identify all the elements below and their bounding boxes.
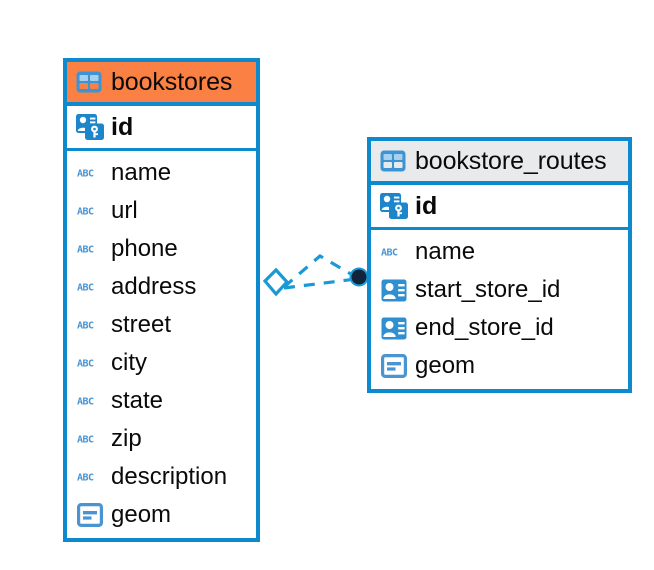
- entity-header-bookstore-routes: bookstore_routes: [371, 141, 628, 185]
- field-label-bookstores-zip: zip: [111, 425, 142, 452]
- field-label-bookstore-routes-end-store-id: end_store_id: [415, 314, 554, 341]
- svg-text:ABC: ABC: [77, 283, 94, 294]
- abc-text-icon: ABC: [77, 318, 103, 332]
- abc-text-icon: ABC: [77, 242, 103, 256]
- field-label-bookstores-id: id: [111, 112, 134, 141]
- field-label-bookstores-state: state: [111, 387, 164, 414]
- svg-text:ABC: ABC: [77, 359, 94, 370]
- entity-title-bookstore-routes: bookstore_routes: [415, 146, 607, 175]
- field-row-bookstores-phone[interactable]: ABC phone: [67, 230, 256, 268]
- field-label-bookstores-url: url: [111, 197, 138, 224]
- svg-text:ABC: ABC: [77, 473, 94, 484]
- field-row-bookstores-description[interactable]: ABC description: [67, 458, 256, 496]
- abc-text-icon: ABC: [77, 280, 103, 294]
- entity-title-bookstores: bookstores: [111, 67, 233, 96]
- field-label-bookstores-city: city: [111, 349, 147, 376]
- field-label-bookstores-phone: phone: [111, 235, 178, 262]
- field-label-bookstores-address: address: [111, 273, 197, 300]
- primary-key-icon: [380, 193, 408, 219]
- foreign-key-icon: [381, 279, 407, 302]
- relationship-branch-upper: [282, 254, 357, 289]
- svg-text:ABC: ABC: [77, 245, 94, 256]
- field-row-bookstore-routes-name[interactable]: ABC name: [371, 233, 628, 271]
- relationship-branch-lower: [283, 277, 357, 290]
- field-row-bookstores-zip[interactable]: ABC zip: [67, 420, 256, 458]
- svg-text:ABC: ABC: [77, 207, 94, 218]
- field-label-bookstore-routes-name: name: [415, 238, 476, 265]
- field-label-bookstores-name: name: [111, 159, 172, 186]
- svg-text:ABC: ABC: [381, 248, 398, 259]
- abc-text-icon: ABC: [77, 394, 103, 408]
- geometry-icon: [381, 354, 407, 378]
- field-label-bookstore-routes-id: id: [415, 191, 438, 220]
- svg-text:ABC: ABC: [77, 435, 94, 446]
- svg-text:ABC: ABC: [77, 321, 94, 332]
- geometry-icon: [77, 503, 103, 527]
- field-label-bookstores-street: street: [111, 311, 172, 338]
- foreign-key-icon: [381, 317, 407, 340]
- abc-text-icon: ABC: [77, 432, 103, 446]
- abc-text-icon: ABC: [77, 356, 103, 370]
- field-row-bookstores-geom[interactable]: geom: [67, 496, 256, 534]
- table-grid-icon: [380, 150, 406, 172]
- field-list-bookstore-routes: ABC name start_store_id: [371, 230, 628, 389]
- field-label-bookstore-routes-geom: geom: [415, 352, 476, 379]
- field-row-bookstores-name[interactable]: ABC name: [67, 154, 256, 192]
- field-row-bookstore-routes-end-store-id[interactable]: end_store_id: [371, 309, 628, 347]
- field-row-bookstores-url[interactable]: ABC url: [67, 192, 256, 230]
- field-row-bookstores-id[interactable]: id: [67, 106, 256, 151]
- field-row-bookstores-street[interactable]: ABC street: [67, 306, 256, 344]
- svg-text:ABC: ABC: [77, 397, 94, 408]
- field-row-bookstore-routes-id[interactable]: id: [371, 185, 628, 230]
- field-row-bookstores-state[interactable]: ABC state: [67, 382, 256, 420]
- diamond-outline-marker: [262, 267, 290, 297]
- field-label-bookstores-description: description: [111, 463, 228, 490]
- entity-bookstore-routes[interactable]: bookstore_routes id: [367, 137, 632, 393]
- abc-text-icon: ABC: [77, 204, 103, 218]
- field-row-bookstore-routes-geom[interactable]: geom: [371, 347, 628, 385]
- table-grid-icon: [76, 71, 102, 93]
- field-row-bookstore-routes-start-store-id[interactable]: start_store_id: [371, 271, 628, 309]
- abc-text-icon: ABC: [381, 245, 407, 259]
- entity-header-bookstores: bookstores: [67, 62, 256, 106]
- field-label-bookstore-routes-start-store-id: start_store_id: [415, 276, 561, 303]
- abc-text-icon: ABC: [77, 166, 103, 180]
- field-list-bookstores: ABC name ABC url ABC p: [67, 151, 256, 538]
- svg-text:ABC: ABC: [77, 169, 94, 180]
- field-row-bookstores-address[interactable]: ABC address: [67, 268, 256, 306]
- primary-key-icon: [76, 114, 104, 140]
- field-label-bookstores-geom: geom: [111, 501, 172, 528]
- entity-bookstores[interactable]: bookstores id: [63, 58, 260, 542]
- field-row-bookstores-city[interactable]: ABC city: [67, 344, 256, 382]
- abc-text-icon: ABC: [77, 470, 103, 484]
- filled-circle-marker: [349, 267, 369, 287]
